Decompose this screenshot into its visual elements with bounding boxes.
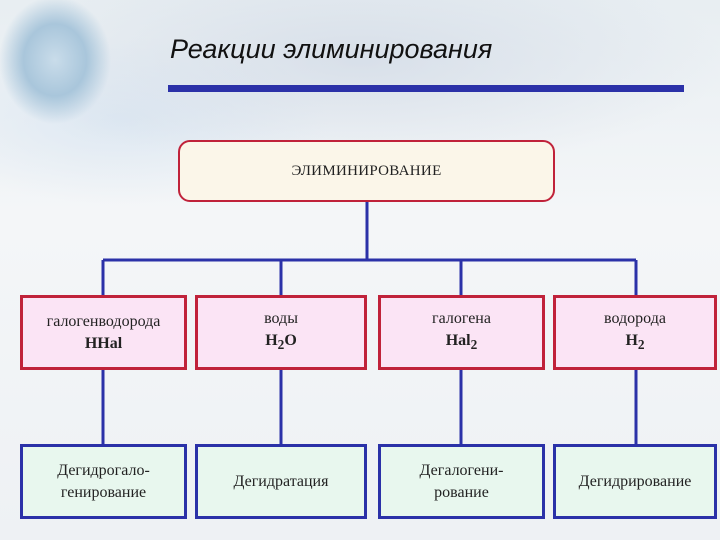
result-line-1: Дегалогени- — [419, 461, 504, 479]
surgeon-photo — [0, 0, 120, 130]
result-line-1: Дегидрогало- — [57, 461, 150, 479]
result-node-dehydrogenation: Дегидрирование — [553, 444, 717, 519]
result-node-dehydration: Дегидратация — [195, 444, 367, 519]
result-node-dehalogenation: Дегалогени- рование — [378, 444, 545, 519]
formula-subscript: 2 — [277, 337, 285, 353]
category-node-hydrogen: водорода H2 — [553, 295, 717, 370]
result-line-2: генирование — [60, 483, 147, 501]
formula-main: H — [265, 332, 278, 350]
category-formula: HHal — [85, 333, 122, 355]
formula-main: Hal — [445, 332, 471, 350]
result-line-1: Дегидрирование — [578, 472, 692, 490]
category-name: галогенводорода — [46, 312, 161, 330]
category-node-halogen: галогена Hal2 — [378, 295, 545, 370]
category-formula: H2 — [625, 330, 644, 356]
category-node-water: воды H2O — [195, 295, 367, 370]
result-line-1: Дегидратация — [233, 472, 329, 490]
formula-main: H — [625, 332, 638, 350]
root-node-label: ЭЛИМИНИРОВАНИЕ — [291, 162, 442, 179]
result-line-2: рование — [434, 483, 489, 501]
root-node: ЭЛИМИНИРОВАНИЕ — [178, 140, 555, 202]
formula-tail: O — [284, 332, 297, 350]
category-node-hydrogen-halide: галогенводорода HHal — [20, 295, 187, 370]
title-underline — [168, 85, 684, 92]
formula-subscript: 2 — [470, 337, 478, 353]
category-name: галогена — [432, 310, 491, 328]
category-name: водорода — [604, 310, 666, 328]
formula-main: HHal — [84, 334, 123, 352]
category-formula: Hal2 — [446, 330, 478, 356]
category-name: воды — [264, 310, 298, 328]
category-formula: H2O — [265, 330, 297, 356]
result-node-dehydrohalogenation: Дегидрогало- генирование — [20, 444, 187, 519]
formula-subscript: 2 — [637, 337, 645, 353]
slide-title: Реакции элиминирования — [170, 34, 493, 64]
